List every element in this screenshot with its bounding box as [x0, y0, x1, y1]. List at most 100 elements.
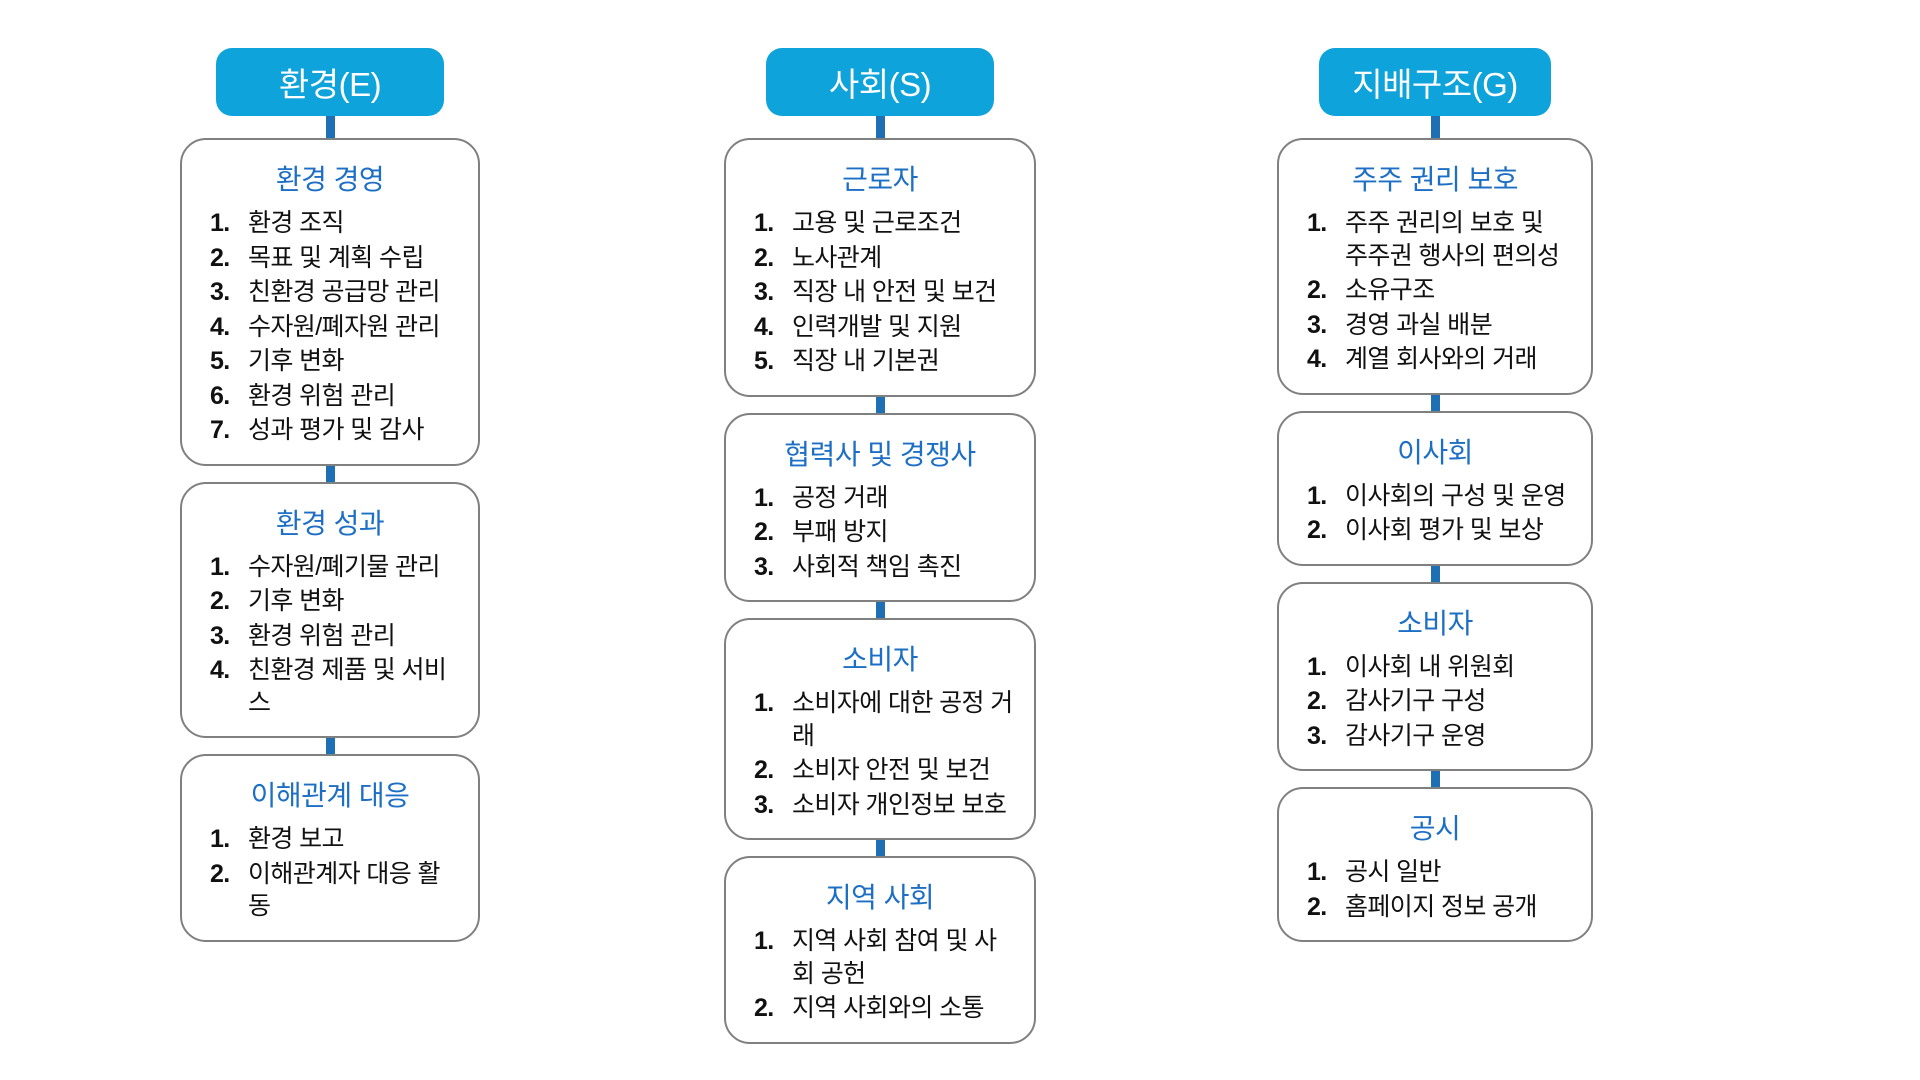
list-item: 2. 이사회 평가 및 보상 — [1301, 513, 1571, 548]
list-item-label: 공정 거래 — [792, 483, 889, 512]
list-item-label: 수자원/폐기물 관리 — [248, 552, 441, 581]
list-item: 2.이해관계자 대응 활동 — [204, 857, 458, 924]
list-item-label: 목표 및 계획 수립 — [248, 243, 424, 272]
list-item: 1.수자원/폐기물 관리 — [204, 550, 458, 585]
connector-line — [875, 602, 885, 618]
list-item-number: 2. — [754, 756, 774, 784]
list-item-number: 1. — [1307, 652, 1327, 681]
list-item-number: 1. — [1307, 209, 1327, 237]
list-item-label: 감사기구 구성 — [1345, 687, 1486, 715]
list-item: 7. 성과 평가 및 감사 — [204, 413, 458, 448]
list-item-number: 4. — [210, 656, 230, 684]
category-box[interactable]: 협력사 및 경쟁사 1. 공정 거래 2. 부패 방지 3. 사회적 책임 촉진 — [724, 412, 1036, 602]
list-item: 4.수자원/폐자원 관리 — [204, 310, 458, 345]
list-item-label: 소비자 안전 및 보건 — [792, 756, 991, 784]
list-item-number: 6. — [210, 381, 230, 410]
list-item-number: 2. — [754, 518, 774, 546]
list-item-label: 직장 내 안전 및 보건 — [792, 278, 997, 306]
connector-line — [1430, 394, 1440, 411]
list-item-label: 이사회의 구성 및 운영 — [1345, 481, 1566, 510]
list-item-label: 친환경 제품 및 서비스 — [248, 656, 447, 717]
list-item-number: 3. — [1307, 310, 1327, 339]
list-item-number: 1. — [1307, 481, 1327, 510]
list-item-number: 1. — [754, 927, 774, 955]
list-item-label: 친환경 공급망 관리 — [248, 278, 441, 306]
list-item-number: 2. — [210, 859, 230, 888]
list-item: 2.홈페이지 정보 공개 — [1301, 890, 1571, 925]
connector-line — [1430, 565, 1440, 582]
connector-line — [875, 116, 885, 138]
category-title: 근로자 — [842, 164, 918, 195]
column-header-social[interactable]: 사회(S) — [766, 48, 994, 116]
list-item: 1. 공정 거래 — [748, 481, 1014, 516]
list-item-label: 이사회 평가 및 보상 — [1345, 516, 1544, 544]
list-item-number: 3. — [754, 790, 774, 819]
column-header-governance[interactable]: 지배구조(G) — [1319, 48, 1551, 116]
list-item-number: 2. — [210, 243, 230, 272]
list-item-number: 3. — [1307, 721, 1327, 750]
list-item: 4.계열 회사와의 거래 — [1301, 342, 1571, 377]
category-box[interactable]: 소비자 1.소비자에 대한 공정 거래 2. 소비자 안전 및 보건 3.소비자 개인정… — [724, 618, 1036, 840]
esg-column-environment: 환경(E) 환경 경영 1. 환경 조직 2. 목표 및 계획 수립 3. 친환경 공급망 관… — [115, 48, 545, 942]
list-item-number: 2. — [754, 243, 774, 272]
category-title: 환경 경영 — [275, 164, 385, 195]
list-item-number: 1. — [210, 209, 230, 237]
list-item-label: 감사기구 운영 — [1345, 721, 1486, 750]
category-item-list: 1. 환경 조직 2. 목표 및 계획 수립 3. 친환경 공급망 관리 4.수자원/폐자원… — [196, 206, 464, 448]
list-item: 1.소비자에 대한 공정 거래 — [748, 686, 1014, 753]
list-item-label: 사회적 책임 촉진 — [792, 552, 962, 581]
list-item-label: 경영 과실 배분 — [1345, 310, 1493, 339]
list-item-label: 기후 변화 — [248, 587, 345, 615]
list-item-number: 2. — [210, 587, 230, 615]
list-item: 2.노사관계 — [748, 241, 1014, 276]
list-item-number: 1. — [754, 483, 774, 512]
list-item-number: 2. — [1307, 516, 1327, 544]
list-item-label: 환경 조직 — [248, 209, 345, 237]
list-item-number: 3. — [210, 278, 230, 306]
list-item: 1. 환경 조직 — [204, 206, 458, 241]
list-item-number: 3. — [754, 278, 774, 306]
list-item: 3.소비자 개인정보 보호 — [748, 788, 1014, 823]
list-item-label: 소비자에 대한 공정 거래 — [792, 689, 1013, 750]
list-item: 2. 목표 및 계획 수립 — [204, 241, 458, 276]
column-header-environment[interactable]: 환경(E) — [216, 48, 444, 116]
list-item-label: 환경 위험 관리 — [248, 381, 396, 410]
category-title: 소비자 — [1397, 607, 1473, 639]
list-item: 5.직장 내 기본권 — [748, 344, 1014, 379]
category-title: 이해관계 대응 — [250, 780, 410, 811]
connector-line — [1430, 116, 1440, 138]
category-title: 소비자 — [842, 644, 918, 675]
list-item: 1. 이사회의 구성 및 운영 — [1301, 479, 1571, 514]
list-item: 2.소유구조 — [1301, 273, 1571, 308]
list-item-number: 2. — [1307, 892, 1327, 921]
list-item-label: 부패 방지 — [792, 518, 889, 546]
list-item-label: 성과 평가 및 감사 — [248, 416, 424, 444]
list-item-number: 4. — [1307, 345, 1327, 373]
category-box[interactable]: 환경 경영 1. 환경 조직 2. 목표 및 계획 수립 3. 친환경 공급망 관리 4.수자… — [180, 138, 480, 466]
list-item-number: 2. — [1307, 276, 1327, 304]
list-item-number: 5. — [210, 347, 230, 375]
list-item-label: 인력개발 및 지원 — [792, 312, 962, 341]
list-item-number: 3. — [754, 552, 774, 581]
list-item-label: 주주 권리의 보호 및 주주권 행사의 편의성 — [1345, 209, 1560, 270]
list-item: 1. 주주 권리의 보호 및 주주권 행사의 편의성 — [1301, 206, 1571, 273]
category-title: 협력사 및 경쟁사 — [784, 438, 976, 470]
connector-line — [325, 738, 335, 754]
list-item: 4. 친환경 제품 및 서비스 — [204, 653, 458, 720]
list-item-label: 기후 변화 — [248, 347, 345, 375]
category-title: 지역 사회 — [825, 882, 935, 913]
list-item-number: 7. — [210, 416, 230, 444]
